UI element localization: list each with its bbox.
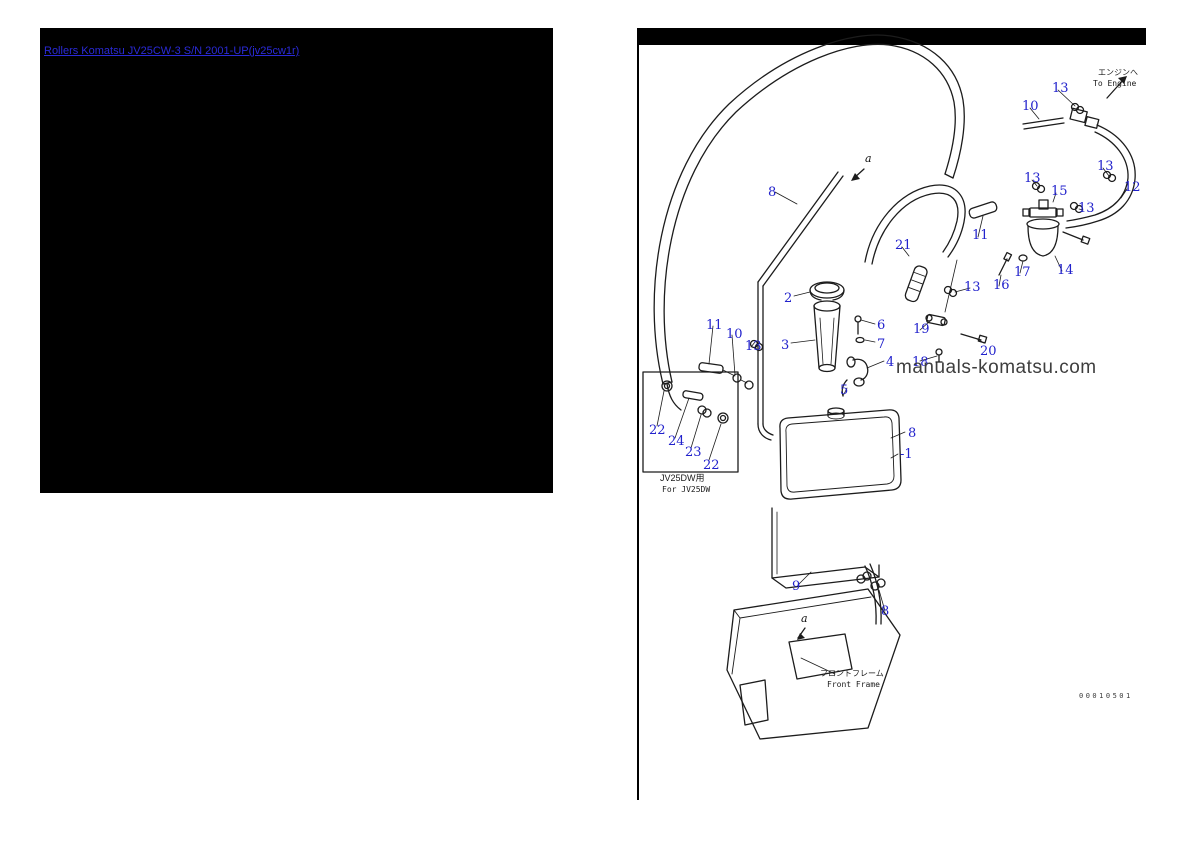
bolt-6: [854, 315, 862, 335]
engine-fitting: [1069, 76, 1127, 129]
drawing-code: 00010501: [1079, 692, 1133, 700]
nut-22b: [717, 412, 729, 424]
front-frame-label-jp: フロントフレーム: [820, 669, 884, 678]
manual-title-link[interactable]: Rollers Komatsu JV25CW-3 S/N 2001-UP(jv2…: [44, 45, 300, 57]
to-engine-label-jp: エンジンへ: [1098, 68, 1138, 77]
hatched-tube: [904, 265, 928, 303]
bolt-16: [998, 251, 1013, 276]
banjo-fitting-19: [925, 313, 948, 327]
frame-label-leader: [800, 657, 836, 675]
filler-strainer: [813, 300, 841, 373]
watermark-text: manuals-komatsu.com: [896, 357, 1097, 378]
marker-a-bottom-arrow: [797, 627, 806, 640]
plug-18: [935, 348, 943, 363]
fuel-cap: [809, 281, 845, 301]
bolt-20: [960, 333, 988, 344]
leader-lines: [708, 89, 1128, 612]
front-frame: [726, 588, 901, 740]
variant-label-en: For JV25DW: [662, 485, 711, 494]
parts-diagram-drawing: [642, 34, 1136, 740]
left-black-panel: Rollers Komatsu JV25CW-3 S/N 2001-UP(jv2…: [40, 28, 553, 493]
hose-8-upper: [757, 171, 844, 441]
optional-parts-box: [642, 371, 739, 473]
fuel-filter-assembly: [1022, 199, 1091, 257]
hose-10-top: [1022, 117, 1065, 130]
elbow-fitting-4-5: [841, 356, 869, 397]
hose-21: [864, 184, 966, 265]
tube-11: [968, 201, 998, 219]
washer-17: [1018, 254, 1028, 262]
hose-12: [1065, 124, 1136, 229]
variant-label-jp: JV25DW用: [660, 473, 705, 483]
to-engine-label-en: To Engine: [1093, 79, 1137, 88]
nut-22a: [661, 380, 673, 392]
direction-marker-a-bottom: a: [801, 612, 808, 625]
marker-a-top-arrow: [851, 168, 865, 181]
left-hose-fittings: [698, 362, 754, 390]
filter-feed-line: [944, 259, 958, 313]
fuel-tank: [779, 407, 902, 500]
clip-23: [697, 405, 712, 418]
front-frame-label-en: Front Frame: [827, 680, 880, 689]
direction-marker-a-top: a: [865, 152, 872, 165]
hose-8-lower: [864, 563, 882, 625]
washer-7: [855, 336, 865, 344]
tube-24: [682, 390, 704, 401]
hose-clamps-13: [749, 102, 1117, 352]
